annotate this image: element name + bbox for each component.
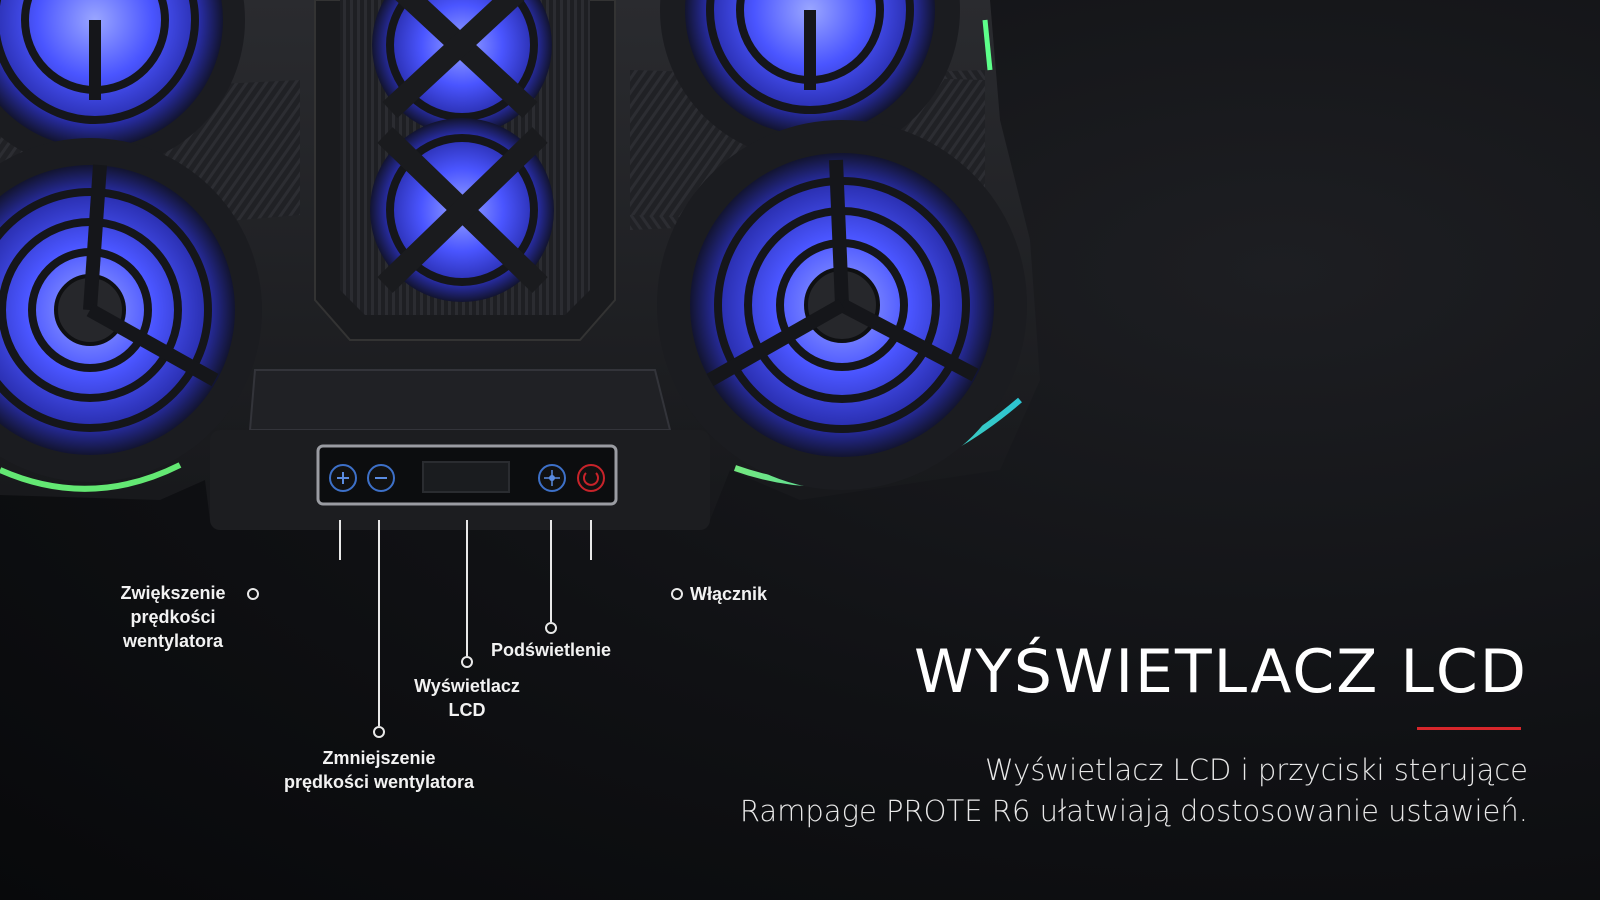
control-panel: [316, 444, 618, 506]
decrease-speed-dot: [373, 726, 385, 738]
power-dot: [671, 588, 683, 600]
increase-speed-dot: [247, 588, 259, 600]
description-line2: Rampage PROTE R6 ułatwiają dostosowanie …: [739, 794, 1528, 828]
accent-divider: [1417, 727, 1521, 730]
minus-icon[interactable]: [367, 464, 395, 492]
description-line1: Wyświetlacz LCD i przyciski sterujące: [985, 753, 1528, 787]
lcd-screen: [422, 461, 510, 493]
callout-decrease-speed-line1: Zmniejszenie: [322, 748, 436, 768]
callout-backlight-label: Podświetlenie: [490, 640, 612, 660]
callout-power-label: Włącznik: [690, 584, 768, 604]
callout-backlight: Podświetlenie: [478, 638, 624, 662]
callout-increase-speed-line1: Zwiększenie: [120, 583, 226, 603]
light-icon[interactable]: [538, 464, 566, 492]
callout-decrease-speed: Zmniejszenie prędkości wentylatora: [259, 746, 499, 794]
callout-lcd-display-line1: Wyświetlacz: [414, 676, 520, 696]
power-icon[interactable]: [577, 464, 605, 492]
callout-lines: [339, 520, 592, 560]
callout-lcd-display-line2: LCD: [448, 700, 486, 720]
plus-icon[interactable]: [329, 464, 357, 492]
callout-power: Włącznik: [690, 582, 767, 606]
backlight-dot: [545, 622, 557, 634]
fan-top-right: [660, 0, 960, 160]
fan-bottom-left: [0, 138, 262, 482]
fan-bottom-right: [657, 120, 1027, 490]
callout-increase-speed-line3: wentylatora: [122, 631, 224, 651]
callout-lcd-display: Wyświetlacz LCD: [397, 674, 537, 722]
fan-top-left: [0, 0, 245, 170]
callout-increase-speed-line2: prędkości: [130, 607, 216, 627]
cooling-pad-image: [0, 0, 1040, 560]
callout-increase-speed: Zwiększenie prędkości wentylatora: [108, 581, 238, 653]
fan-center-top: [372, 0, 552, 135]
description: Wyświetlacz LCD i przyciski sterujące Ra…: [740, 750, 1528, 832]
callout-decrease-speed-line2: prędkości wentylatora: [283, 772, 475, 792]
lcd-display-dot: [461, 656, 473, 668]
page-title: WYŚWIETLACZ LCD: [913, 637, 1528, 707]
fan-center-bottom: [370, 118, 554, 302]
